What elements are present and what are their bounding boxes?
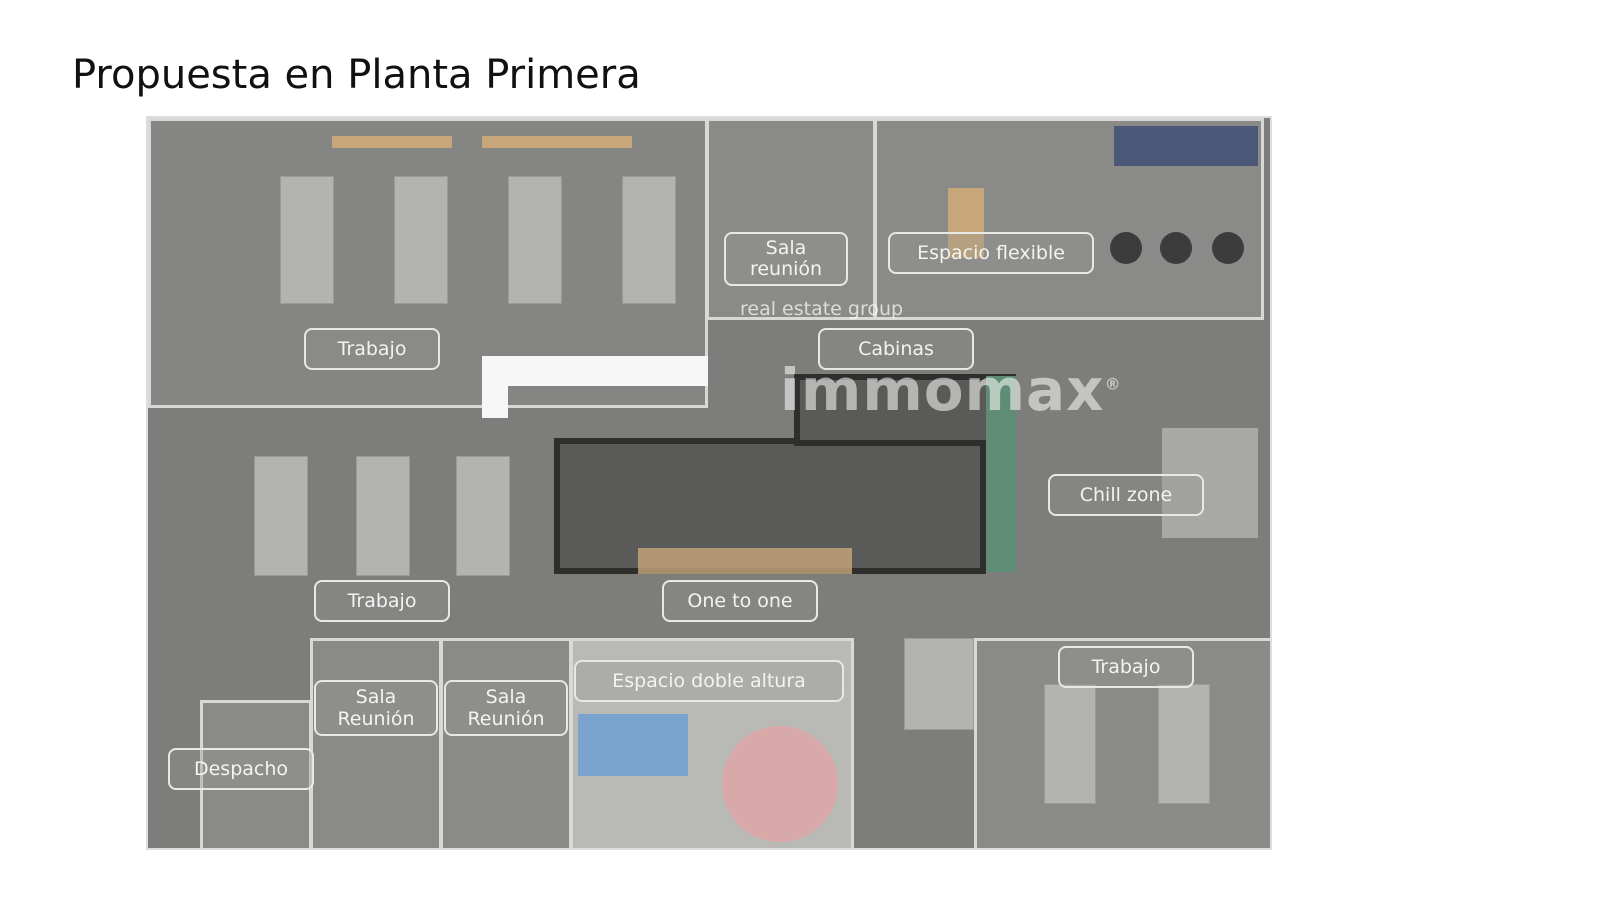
room-work-bottom [974, 638, 1270, 848]
desk [508, 176, 562, 304]
label-sala-reunion-top: Sala reunión [724, 232, 848, 286]
sofa [1114, 126, 1258, 166]
chair [1212, 232, 1244, 264]
shelf [332, 136, 452, 148]
watermark-logo: immomax® [780, 356, 1122, 424]
watermark-tagline: real estate group [740, 298, 904, 320]
shelf [482, 136, 632, 148]
label-trabajo-bottom: Trabajo [1058, 646, 1194, 688]
pingpong-table [578, 714, 688, 776]
cabins [794, 374, 1016, 446]
table [948, 188, 984, 258]
label-trabajo-middle: Trabajo [314, 580, 450, 622]
label-sala-reunion-2: Sala Reunión [444, 680, 568, 736]
room-meeting-2 [440, 638, 572, 848]
desk [456, 456, 510, 576]
chair [1160, 232, 1192, 264]
room-office [200, 700, 312, 848]
room-meeting-1 [310, 638, 442, 848]
desk [254, 456, 308, 576]
chill-rug [1162, 428, 1258, 538]
label-chill-zone: Chill zone [1048, 474, 1204, 516]
label-despacho: Despacho [168, 748, 314, 790]
page-title: Propuesta en Planta Primera [72, 52, 641, 98]
desk [280, 176, 334, 304]
sofa-green [986, 376, 1016, 572]
label-sala-reunion-1: Sala Reunión [314, 680, 438, 736]
spiral-stair [722, 726, 838, 842]
room-meeting-top [706, 118, 876, 320]
desk [356, 456, 410, 576]
label-one-to-one: One to one [662, 580, 818, 622]
floor-plan: immomax® real estate group Trabajo Sala … [146, 116, 1272, 850]
desk [1044, 684, 1096, 804]
wall [482, 356, 508, 418]
label-cabinas: Cabinas [818, 328, 974, 370]
label-espacio-doble-altura: Espacio doble altura [574, 660, 844, 702]
chair [1110, 232, 1142, 264]
label-espacio-flexible: Espacio flexible [888, 232, 1094, 274]
desk [622, 176, 676, 304]
desk [394, 176, 448, 304]
label-trabajo-top: Trabajo [304, 328, 440, 370]
reception [904, 638, 974, 730]
one-to-one-seats [638, 548, 852, 574]
wall [482, 356, 708, 386]
desk [1158, 684, 1210, 804]
